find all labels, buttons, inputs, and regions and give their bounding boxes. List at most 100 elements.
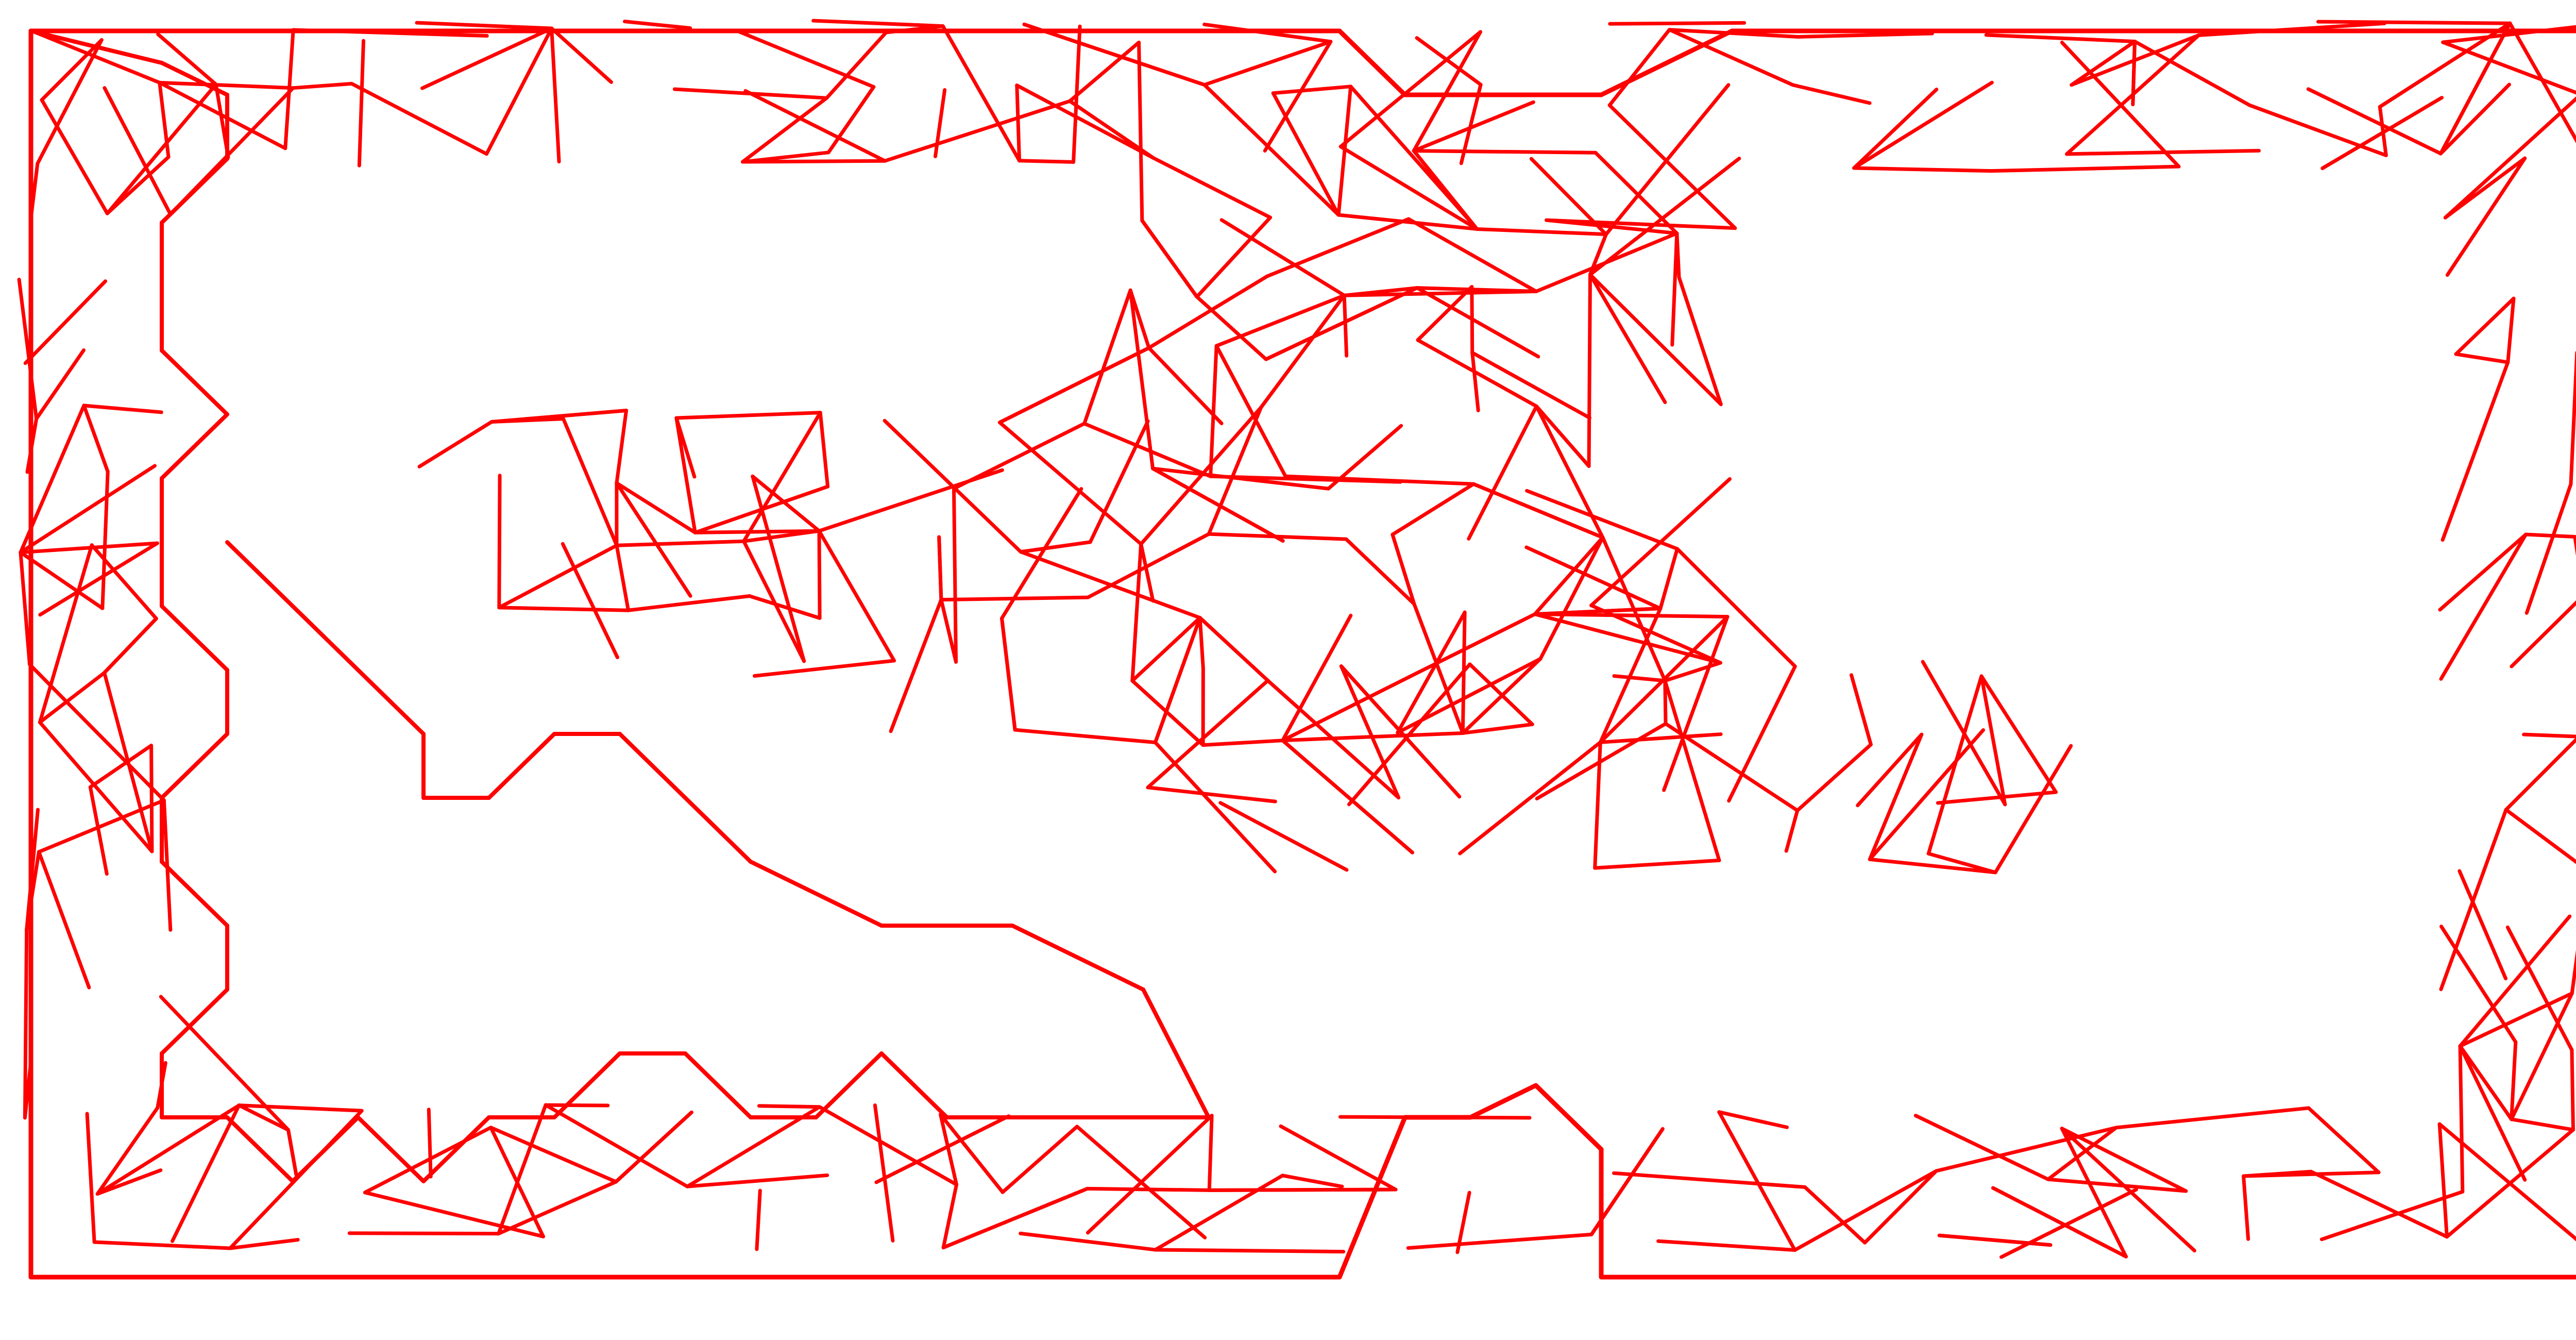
mesh-edge bbox=[1461, 657, 1543, 735]
mesh-edge bbox=[937, 535, 943, 602]
mesh-edge bbox=[2454, 352, 2510, 364]
mesh-edge bbox=[1533, 612, 1722, 665]
mesh-edge bbox=[1337, 28, 1408, 97]
mesh-edge bbox=[2248, 103, 2388, 157]
mesh-edge bbox=[1218, 801, 1349, 872]
mesh-edge bbox=[672, 87, 829, 100]
mesh-edge bbox=[1198, 616, 1205, 671]
mesh-edge bbox=[1412, 602, 1465, 735]
mesh-edge bbox=[1022, 22, 1207, 87]
mesh-edge bbox=[952, 487, 958, 664]
mesh-edge bbox=[2065, 33, 2201, 156]
mesh-edge bbox=[1067, 99, 1156, 160]
mesh-edge bbox=[693, 529, 821, 534]
mesh-edge bbox=[2458, 1044, 2527, 1182]
mesh-edge bbox=[2445, 156, 2527, 277]
mesh-edge bbox=[1849, 673, 1873, 747]
mesh-edge bbox=[999, 616, 1017, 732]
mesh-edge bbox=[1535, 722, 1668, 801]
mesh-edge bbox=[1991, 1186, 2128, 1259]
mesh-edge bbox=[1662, 615, 1730, 792]
mesh-edge bbox=[622, 20, 692, 30]
mesh-edge bbox=[2046, 1177, 2188, 1193]
mesh-edge bbox=[2443, 156, 2527, 220]
mesh-edge bbox=[171, 1103, 241, 1243]
mesh-edge bbox=[489, 409, 629, 424]
mesh-edge bbox=[743, 89, 887, 163]
mesh-edge bbox=[1934, 1126, 2119, 1173]
mesh-edge bbox=[1868, 732, 1924, 861]
mesh-edge bbox=[160, 157, 229, 225]
mesh-edge bbox=[228, 1237, 300, 1250]
mesh-edge bbox=[818, 1105, 959, 1186]
mesh-edge bbox=[484, 26, 554, 156]
mesh-edge bbox=[356, 1115, 426, 1183]
mesh-edge bbox=[752, 659, 896, 678]
mesh-edge bbox=[1588, 232, 1608, 277]
mesh-edge bbox=[1342, 289, 1538, 297]
mesh-edge bbox=[1461, 610, 1467, 735]
mesh-edge bbox=[2570, 1048, 2575, 1132]
mesh-edge bbox=[160, 987, 229, 1056]
mesh-edge bbox=[160, 604, 229, 672]
mesh-edge bbox=[40, 38, 104, 102]
mesh-edge bbox=[497, 606, 631, 612]
mesh-edge bbox=[421, 1115, 491, 1183]
mesh-edge bbox=[19, 550, 105, 610]
mesh-edge bbox=[1271, 85, 1353, 95]
mesh-edge bbox=[19, 550, 32, 666]
mesh-edge bbox=[225, 1115, 295, 1183]
mesh-edge bbox=[1416, 338, 1538, 408]
mesh-edge bbox=[615, 539, 746, 547]
mesh-edge bbox=[618, 732, 687, 800]
mesh-edge bbox=[1412, 149, 1598, 155]
mesh-edge bbox=[1461, 722, 1534, 735]
mesh-edge bbox=[879, 1051, 949, 1119]
mesh-edge bbox=[2060, 1127, 2188, 1193]
mesh-edge bbox=[1128, 288, 1155, 471]
mesh-edge bbox=[1086, 1114, 1214, 1235]
mesh-edge bbox=[561, 417, 619, 547]
mesh-edge bbox=[1271, 91, 1341, 217]
mesh-edge bbox=[2439, 532, 2528, 681]
mesh-edge bbox=[997, 421, 1143, 546]
mesh-edge bbox=[158, 80, 295, 90]
mesh-edge bbox=[40, 98, 109, 215]
mesh-edge bbox=[100, 470, 110, 610]
mesh-edge bbox=[103, 671, 154, 853]
mesh-edge bbox=[1153, 616, 1202, 745]
mesh-edge bbox=[2504, 737, 2576, 812]
mesh-edge bbox=[1147, 346, 1224, 426]
mesh-edge bbox=[35, 348, 86, 421]
mesh-edge bbox=[550, 26, 613, 84]
mesh-edge bbox=[2070, 39, 2137, 87]
mesh-edge bbox=[1281, 613, 1353, 743]
mesh-edge bbox=[2438, 532, 2528, 612]
mesh-edge bbox=[1538, 535, 1605, 661]
mesh-edge bbox=[88, 743, 154, 789]
mesh-edge bbox=[1151, 466, 1330, 491]
mesh-edge bbox=[37, 850, 91, 990]
mesh-edge bbox=[1130, 616, 1202, 683]
mesh-edge bbox=[1198, 616, 1270, 682]
mesh-edge bbox=[2524, 482, 2573, 615]
mesh-edge bbox=[1146, 785, 1277, 803]
mesh-edge bbox=[1139, 542, 1155, 603]
mesh-edge bbox=[939, 1113, 959, 1186]
mesh-edge bbox=[1281, 739, 1414, 855]
mesh-edge bbox=[90, 543, 158, 621]
mesh-edge bbox=[1612, 1171, 1807, 1189]
mesh-edge bbox=[1336, 85, 1353, 217]
mesh-edge bbox=[1137, 40, 1144, 223]
mesh-edge bbox=[1607, 103, 1737, 230]
mesh-edge bbox=[818, 411, 830, 489]
mesh-edge bbox=[1339, 664, 1401, 800]
mesh-edge bbox=[1337, 1115, 1408, 1280]
mesh-edge bbox=[1195, 295, 1268, 361]
mesh-edge bbox=[1913, 1114, 2050, 1181]
mesh-edge bbox=[1598, 732, 1723, 744]
mesh-edge bbox=[2443, 96, 2576, 220]
mesh-edge bbox=[1338, 30, 1482, 148]
mesh-edge bbox=[1727, 664, 1797, 803]
mesh-edge bbox=[1209, 344, 1218, 478]
